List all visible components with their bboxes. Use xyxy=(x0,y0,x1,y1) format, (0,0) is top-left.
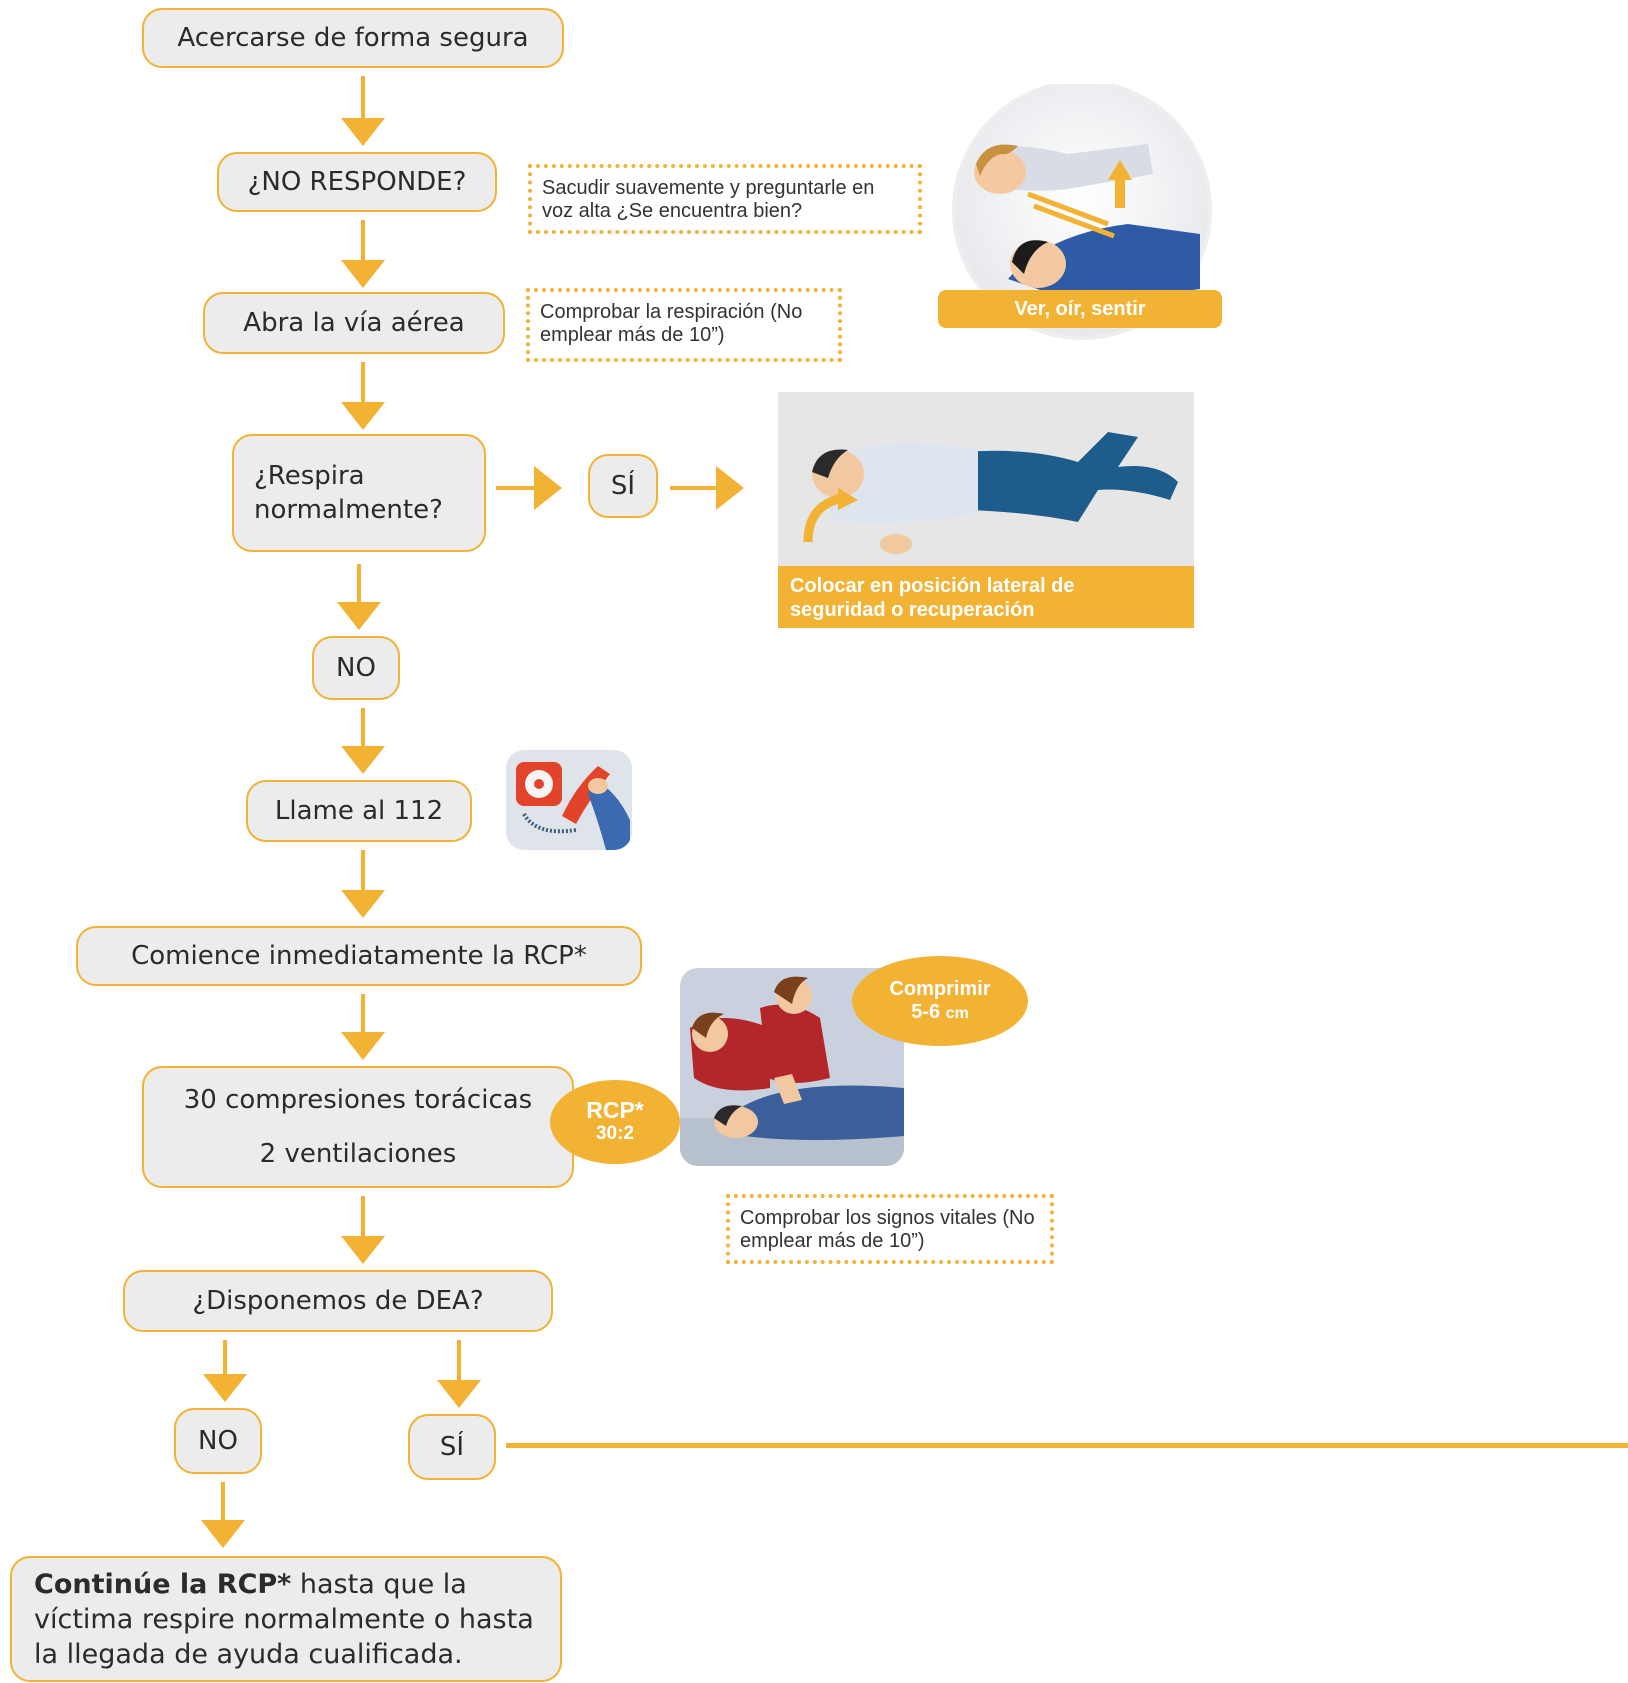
step-breathing-question-box: ¿Respira normalmente? xyxy=(232,434,486,552)
note-check-breathing: Comprobar la respiración (No emplear más… xyxy=(526,288,842,362)
look-listen-feel-illustration xyxy=(938,84,1228,342)
airway-check-icon xyxy=(952,84,1212,340)
step-start-cpr-box: Comience inmediatamente la RCP* xyxy=(76,926,642,986)
aed-branch-line xyxy=(506,1443,1628,1448)
note-check-breathing-text: Comprobar la respiración (No emplear más… xyxy=(540,301,803,346)
breathing-yes-text: SÍ xyxy=(610,471,636,501)
aed-yes-box: SÍ xyxy=(408,1414,496,1480)
depth-unit: cm xyxy=(945,1004,969,1022)
continue-cpr-rest: hasta que la víctima respire normalmente… xyxy=(34,1568,534,1670)
step-start-cpr-text: Comience inmediatamente la RCP* xyxy=(131,941,587,971)
arrow-right-1 xyxy=(496,466,562,510)
arrow-down-aed-no xyxy=(203,1340,247,1402)
recovery-position-illustration xyxy=(778,392,1194,566)
cpr-ratio-badge: RCP* 30:2 xyxy=(550,1080,680,1164)
emergency-phone-icon xyxy=(506,750,632,850)
step-continue-cpr-box: Continúe la RCP* hasta que la víctima re… xyxy=(10,1556,562,1682)
phone-graphic xyxy=(516,762,630,850)
step-approach-box: Acercarse de forma segura xyxy=(142,8,564,68)
arrow-down-2 xyxy=(341,220,385,288)
step-aed-question-box: ¿Disponemos de DEA? xyxy=(123,1270,553,1332)
arrow-down-aed-yes xyxy=(437,1340,481,1408)
note-shake-text: Sacudir suavemente y preguntarle en voz … xyxy=(542,177,875,222)
step-call-box: Llame al 112 xyxy=(246,780,472,842)
compression-depth-badge: Comprimir 5-6 cm xyxy=(852,956,1028,1046)
cpr-graphic xyxy=(680,976,904,1166)
compression-depth-title: Comprimir xyxy=(889,977,991,1000)
recovery-position-caption: Colocar en posición lateral de seguridad… xyxy=(778,566,1194,628)
compression-depth-value: 5-6 cm xyxy=(911,1001,969,1025)
recovery-position-caption-text: Colocar en posición lateral de seguridad… xyxy=(790,575,1075,621)
note-check-vitals-text: Comprobar los signos vitales (No emplear… xyxy=(740,1207,1035,1252)
step-cpr-cycle-box: 30 compresiones torácicas 2 ventilacione… xyxy=(142,1066,574,1188)
continue-cpr-bold: Continúe la RCP* xyxy=(34,1568,292,1600)
step-aed-question-text: ¿Disponemos de DEA? xyxy=(192,1286,484,1316)
cpr-ratio-value: 30:2 xyxy=(595,1123,635,1144)
step-open-airway-box: Abra la vía aérea xyxy=(203,292,505,354)
breathing-yes-box: SÍ xyxy=(588,454,658,518)
breathing-no-text: NO xyxy=(336,653,376,683)
arrow-right-2 xyxy=(670,466,744,510)
step-continue-cpr-text: Continúe la RCP* hasta que la víctima re… xyxy=(34,1567,544,1672)
step-breathing-question-text: ¿Respira normalmente? xyxy=(254,461,443,525)
aed-yes-text: SÍ xyxy=(439,1432,465,1462)
step-call-text: Llame al 112 xyxy=(274,796,444,826)
arrow-down-8 xyxy=(341,1196,385,1264)
aed-no-text: NO xyxy=(198,1426,238,1456)
arrow-down-final xyxy=(201,1482,245,1548)
aed-no-box: NO xyxy=(174,1408,262,1474)
look-listen-feel-caption-text: Ver, oír, sentir xyxy=(1014,298,1146,320)
arrow-down-4 xyxy=(337,564,381,630)
step-no-response-text: ¿NO RESPONDE? xyxy=(247,167,467,197)
recovery-position-icon xyxy=(803,432,1178,554)
breathing-no-box: NO xyxy=(312,636,400,700)
arrow-down-6 xyxy=(341,850,385,918)
cpr-ratio-title: RCP* xyxy=(586,1097,644,1123)
note-check-vitals: Comprobar los signos vitales (No emplear… xyxy=(726,1194,1054,1264)
note-shake: Sacudir suavemente y preguntarle en voz … xyxy=(528,164,922,234)
step-no-response-box: ¿NO RESPONDE? xyxy=(217,152,497,212)
ventilations-text: 2 ventilaciones xyxy=(259,1139,457,1169)
compressions-text: 30 compresiones torácicas xyxy=(183,1085,533,1115)
arrow-down-5 xyxy=(341,708,385,774)
step-approach-text: Acercarse de forma segura xyxy=(177,23,529,53)
step-open-airway-text: Abra la vía aérea xyxy=(243,308,465,338)
arrow-down-7 xyxy=(341,994,385,1060)
arrow-down-1 xyxy=(341,76,385,146)
look-listen-feel-caption: Ver, oír, sentir xyxy=(938,290,1222,328)
arrow-down-3 xyxy=(341,362,385,430)
depth-number: 5-6 xyxy=(911,1000,941,1023)
